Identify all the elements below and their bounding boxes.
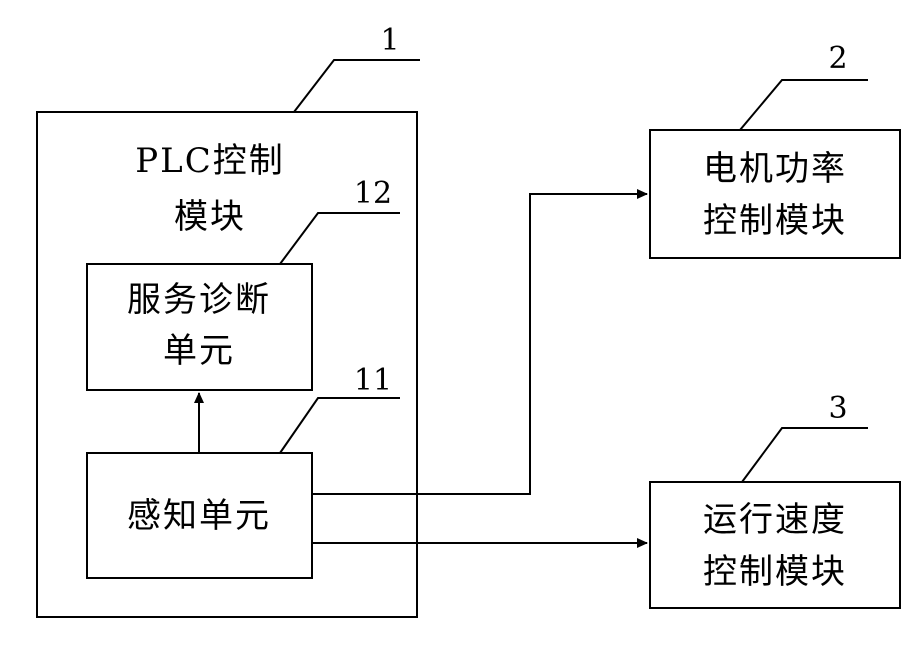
service-diagnosis-label-line2: 单元 — [163, 331, 235, 371]
motor-power-leader-line — [740, 80, 868, 130]
motor-power-label-line1: 电机功率 — [703, 149, 847, 189]
service-diagnosis-label-line1: 服务诊断 — [127, 280, 271, 320]
sensing-unit-label: 感知单元 — [127, 496, 271, 536]
sensing-unit-ref-number: 11 — [354, 363, 392, 398]
running-speed-ref-number: 3 — [828, 391, 847, 426]
running-speed-leader-line — [742, 428, 868, 482]
plc-module-leader-line — [294, 60, 420, 112]
motor-power-ref-number: 2 — [828, 41, 847, 76]
plc-module-label-line1: PLC控制 — [135, 141, 284, 181]
running-speed-label-line1: 运行速度 — [703, 500, 847, 540]
plc-module-ref-number: 1 — [380, 23, 399, 58]
running-speed-label-line2: 控制模块 — [703, 552, 847, 592]
service-diagnosis-ref-number: 12 — [354, 176, 392, 211]
plc-module-label-line2: 模块 — [174, 197, 246, 237]
motor-power-label-line2: 控制模块 — [703, 201, 847, 241]
